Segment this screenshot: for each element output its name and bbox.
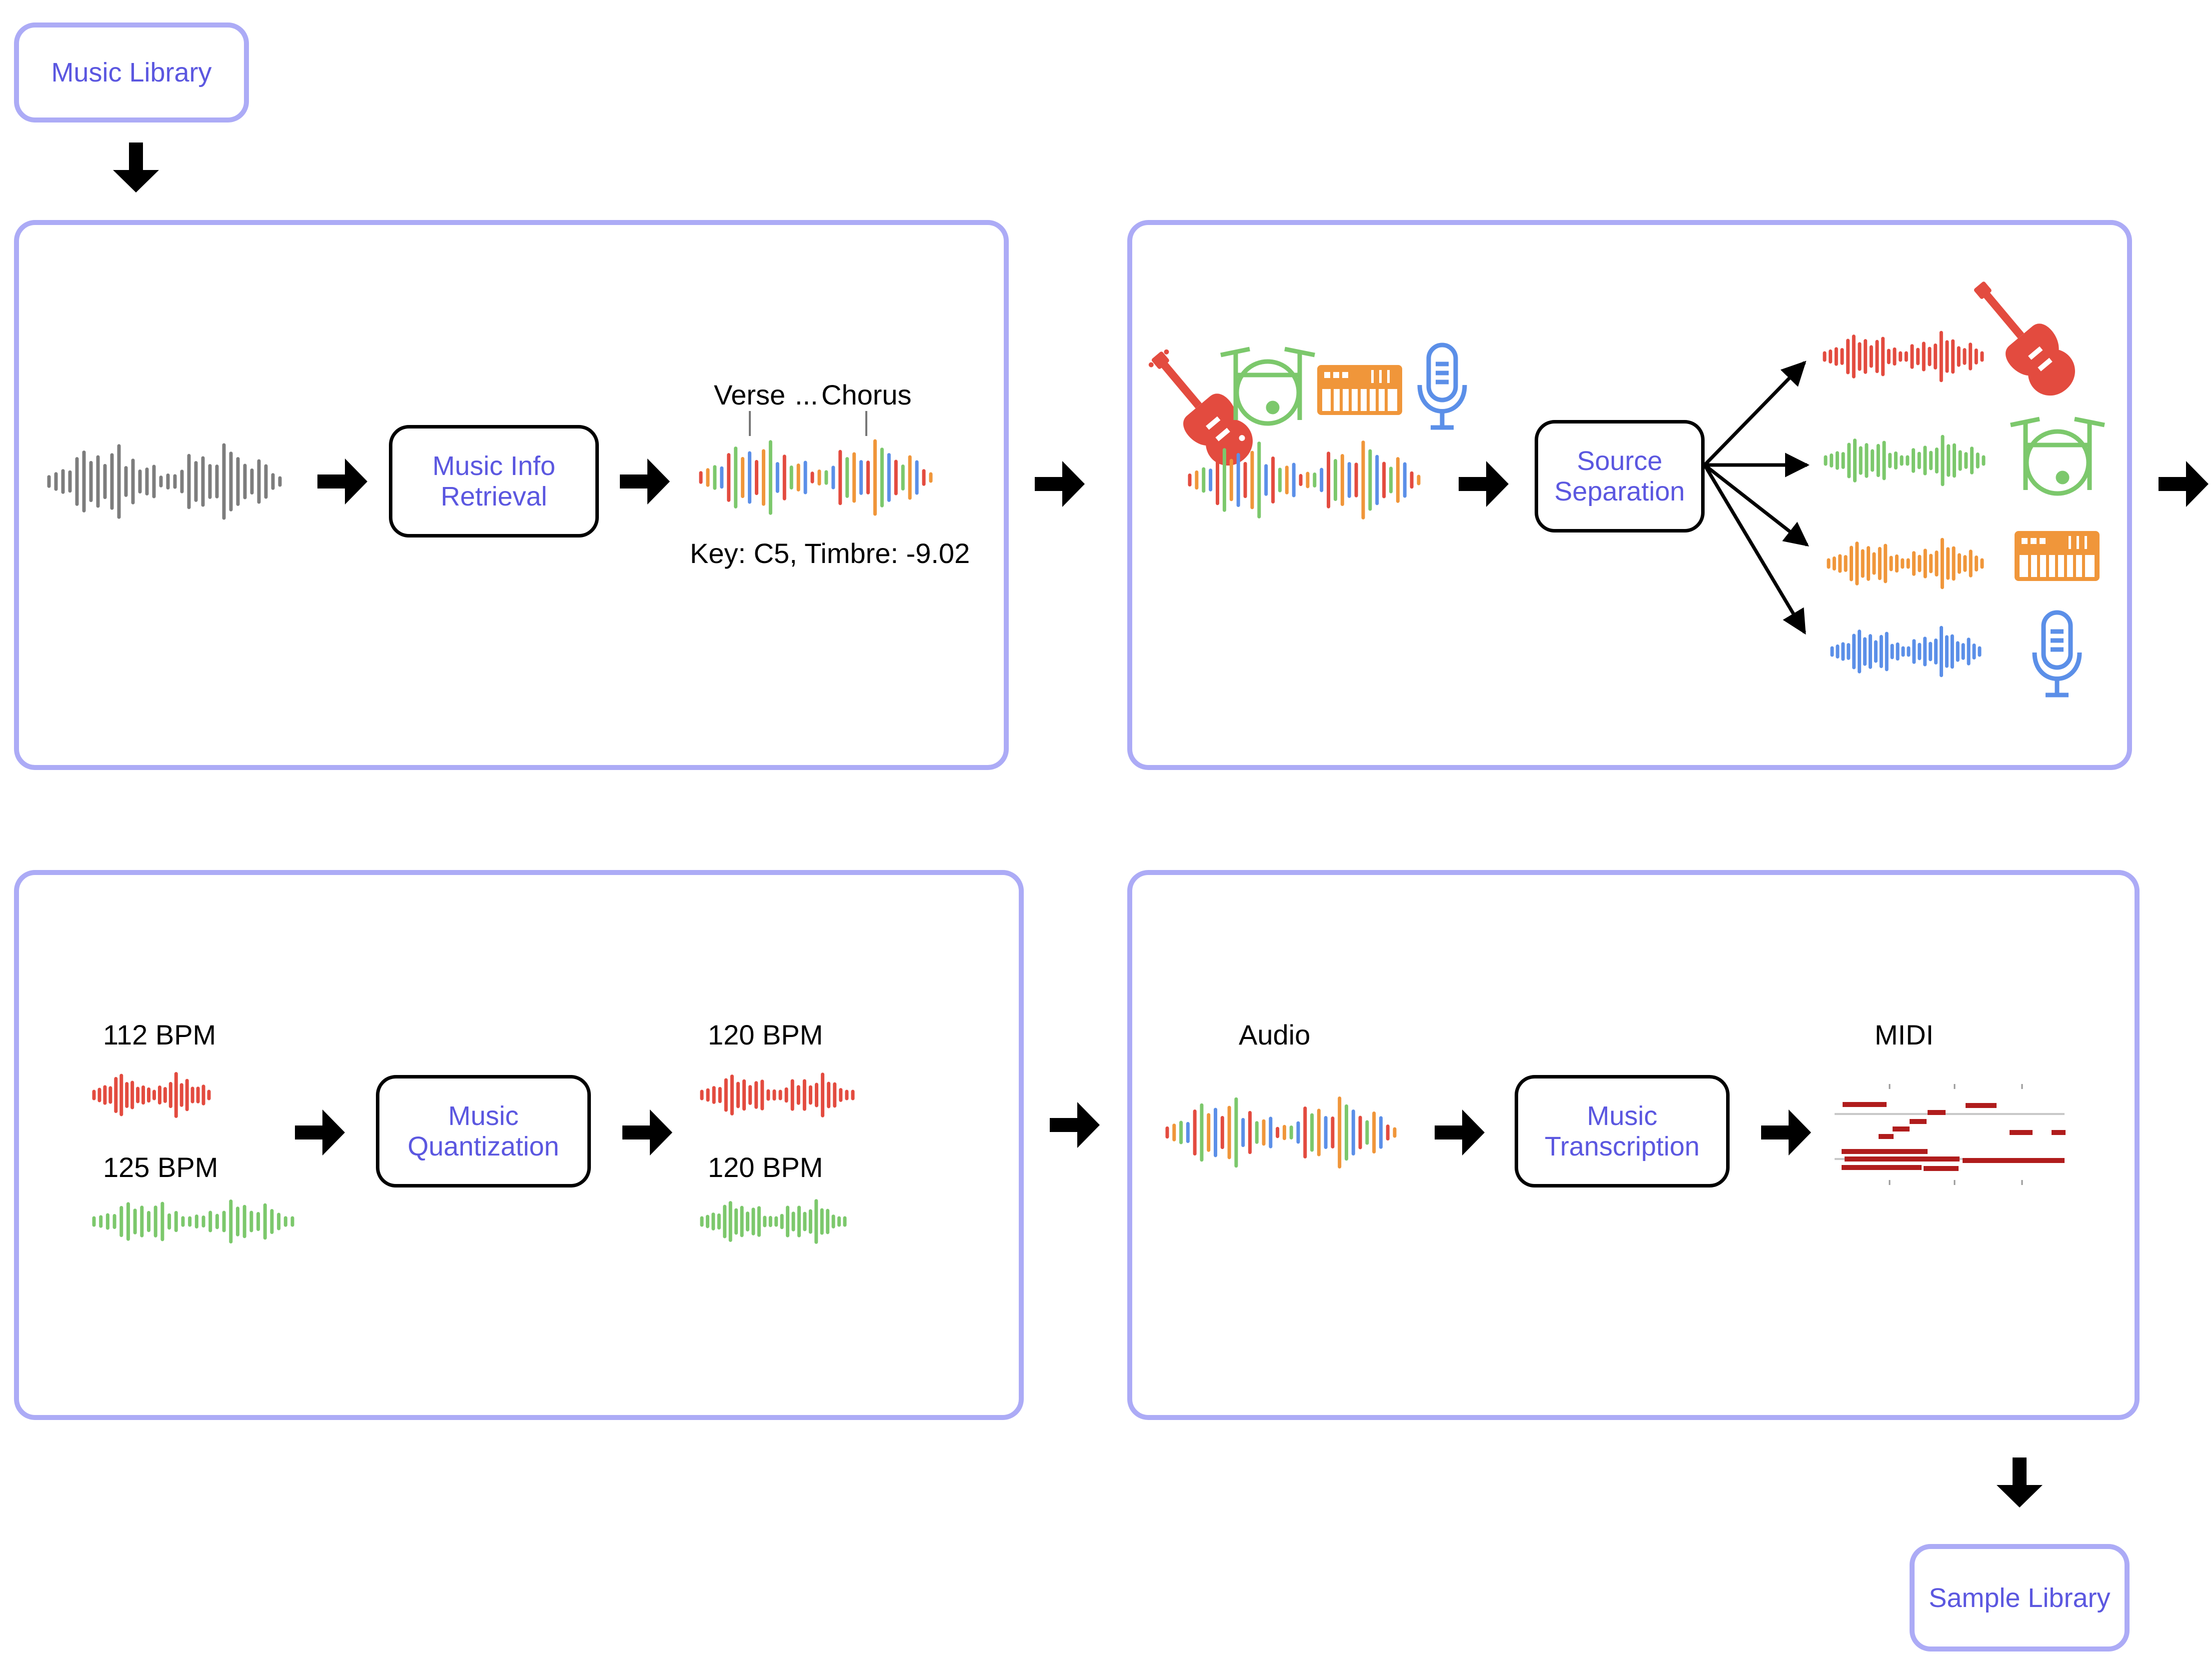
output-bpm-120-a: 120 BPM xyxy=(708,1019,823,1050)
panel-source-separation xyxy=(1127,220,2132,770)
input-bpm-112: 112 BPM xyxy=(103,1019,216,1050)
midi-piano-roll xyxy=(1835,1084,2066,1185)
arrow-panel1-to-panel2 xyxy=(1035,461,1085,507)
mir-result-label: Key: C5, Timbre: -9.02 xyxy=(690,538,970,569)
label-verse: Verse xyxy=(714,379,786,410)
quant-input-waveform-125 xyxy=(92,1200,294,1244)
arrow-quant-box-to-output xyxy=(622,1110,672,1156)
arrow-mir-to-output xyxy=(620,458,670,504)
panel-music-info-retrieval xyxy=(14,220,1009,770)
panel-music-quantization xyxy=(14,870,1024,1420)
quant-output-waveform-120b xyxy=(700,1199,847,1244)
arrow-panel2-exit xyxy=(2159,461,2209,507)
guitar-icon xyxy=(1148,349,1253,466)
keyboard-icon-output xyxy=(2015,531,2100,581)
fan-arrow-vocals xyxy=(1703,464,1807,635)
transcription-audio-waveform xyxy=(1165,1096,1397,1168)
input-waveform-gray xyxy=(47,443,282,520)
arrow-audio-to-transcription xyxy=(1435,1110,1485,1156)
arrow-panel3-to-panel4 xyxy=(1050,1102,1100,1148)
label-midi: MIDI xyxy=(1875,1019,1934,1050)
arrow-library-to-mir xyxy=(113,142,159,192)
fan-arrow-keyboard xyxy=(1703,464,1809,547)
music-transcription-box: Music Transcription xyxy=(1515,1075,1730,1188)
stem-waveform-drums xyxy=(1824,434,1986,486)
microphone-icon xyxy=(1417,342,1467,430)
panel-music-transcription xyxy=(1127,870,2140,1420)
arrow-waveform-to-mir xyxy=(317,458,367,504)
source-separation-box: Source Separation xyxy=(1535,420,1705,532)
music-info-retrieval-box: Music Info Retrieval xyxy=(389,425,599,538)
label-chorus: Chorus xyxy=(821,379,912,410)
quant-input-waveform-112 xyxy=(92,1072,211,1118)
quant-output-waveform-120a xyxy=(700,1072,855,1118)
mir-output-waveform xyxy=(699,439,933,516)
stem-waveform-vocals xyxy=(1830,626,1982,678)
mix-waveform xyxy=(1188,440,1421,520)
label-audio: Audio xyxy=(1239,1019,1311,1050)
drum-kit-icon-output xyxy=(2010,416,2105,496)
sample-library-box: Sample Library xyxy=(1910,1544,2130,1652)
arrow-quant-input-to-box xyxy=(295,1110,345,1156)
label-ellipsis: ... xyxy=(795,379,818,410)
arrow-mix-to-separation xyxy=(1459,461,1509,507)
stem-waveform-keyboard xyxy=(1827,538,1984,590)
guitar-icon-output xyxy=(1974,282,2075,396)
keyboard-icon xyxy=(1317,365,1402,415)
output-bpm-120-b: 120 BPM xyxy=(708,1152,823,1183)
arrow-to-sample-library xyxy=(1997,1458,2043,1508)
microphone-icon-output xyxy=(2032,610,2082,698)
drum-kit-icon xyxy=(1220,346,1315,426)
input-bpm-125: 125 BPM xyxy=(103,1152,218,1183)
arrow-transcription-to-midi xyxy=(1761,1110,1811,1156)
stem-waveform-guitar xyxy=(1823,330,1984,382)
music-quantization-box: Music Quantization xyxy=(376,1075,591,1188)
fan-arrow-guitar xyxy=(1703,360,1807,466)
music-library-box: Music Library xyxy=(14,22,249,122)
